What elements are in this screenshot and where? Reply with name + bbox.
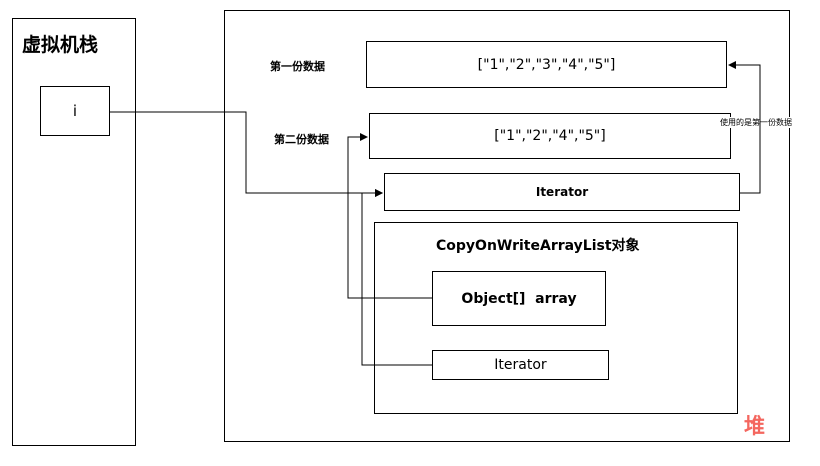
object-array-field: Object[] array — [432, 271, 606, 326]
iterator-field: Iterator — [432, 350, 609, 380]
first-copy-label: 第一份数据 — [270, 60, 325, 73]
stack-title: 虚拟机栈 — [22, 34, 99, 56]
stack-variable-i: i — [40, 86, 110, 136]
first-copy-array: ["1","2","3","4","5"] — [366, 41, 727, 88]
second-copy-array: ["1","2","4","5"] — [369, 113, 731, 159]
heap-label: 堆 — [744, 414, 765, 438]
iterator-box: Iterator — [384, 173, 740, 211]
stack-frame — [12, 18, 136, 446]
cow-list-title: CopyOnWriteArrayList对象 — [436, 238, 640, 254]
second-copy-label: 第二份数据 — [274, 133, 329, 146]
uses-first-copy-note: 使用的是第一份数据 — [720, 117, 792, 128]
